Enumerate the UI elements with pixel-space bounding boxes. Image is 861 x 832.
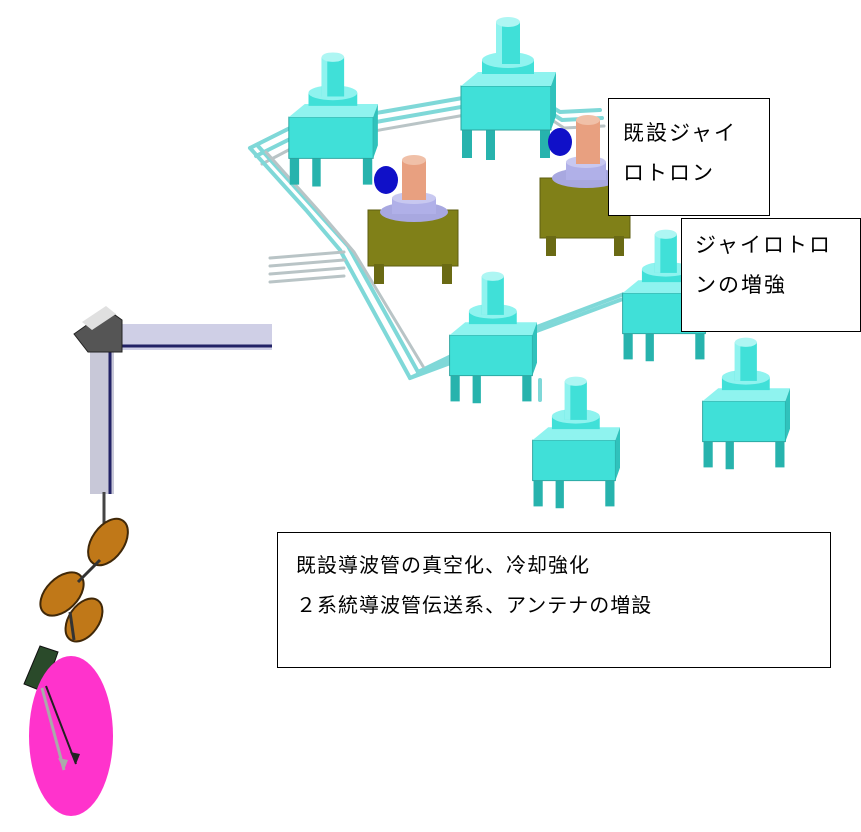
existing-gyrotron-left	[367, 155, 459, 284]
label-existing-gyrotron: 既設ジャイ ロトロン	[608, 98, 770, 216]
label-waveguide-upgrade-line1: 既設導波管の真空化、冷却強化	[296, 553, 590, 577]
label-gyrotron-enhancement-line1: ジャイロトロ	[695, 233, 832, 257]
existing-gyrotron-right	[539, 115, 631, 256]
label-gyrotron-enhancement-line2: ンの増強	[695, 273, 787, 297]
label-existing-gyrotron-line2: ロトロン	[623, 161, 715, 185]
label-existing-gyrotron-line1: 既設ジャイ	[623, 121, 737, 145]
label-waveguide-upgrade-line2: ２系統導波管伝送系、アンテナの増設	[296, 593, 653, 617]
label-gyrotron-enhancement: ジャイロトロ ンの増強	[681, 218, 861, 332]
plasma-target	[23, 645, 113, 816]
antenna-mirrors	[39, 517, 129, 643]
label-waveguide-upgrade: 既設導波管の真空化、冷却強化 ２系統導波管伝送系、アンテナの増設	[277, 532, 831, 668]
transmission-line	[73, 306, 272, 524]
existing-gyrotrons	[367, 115, 631, 284]
